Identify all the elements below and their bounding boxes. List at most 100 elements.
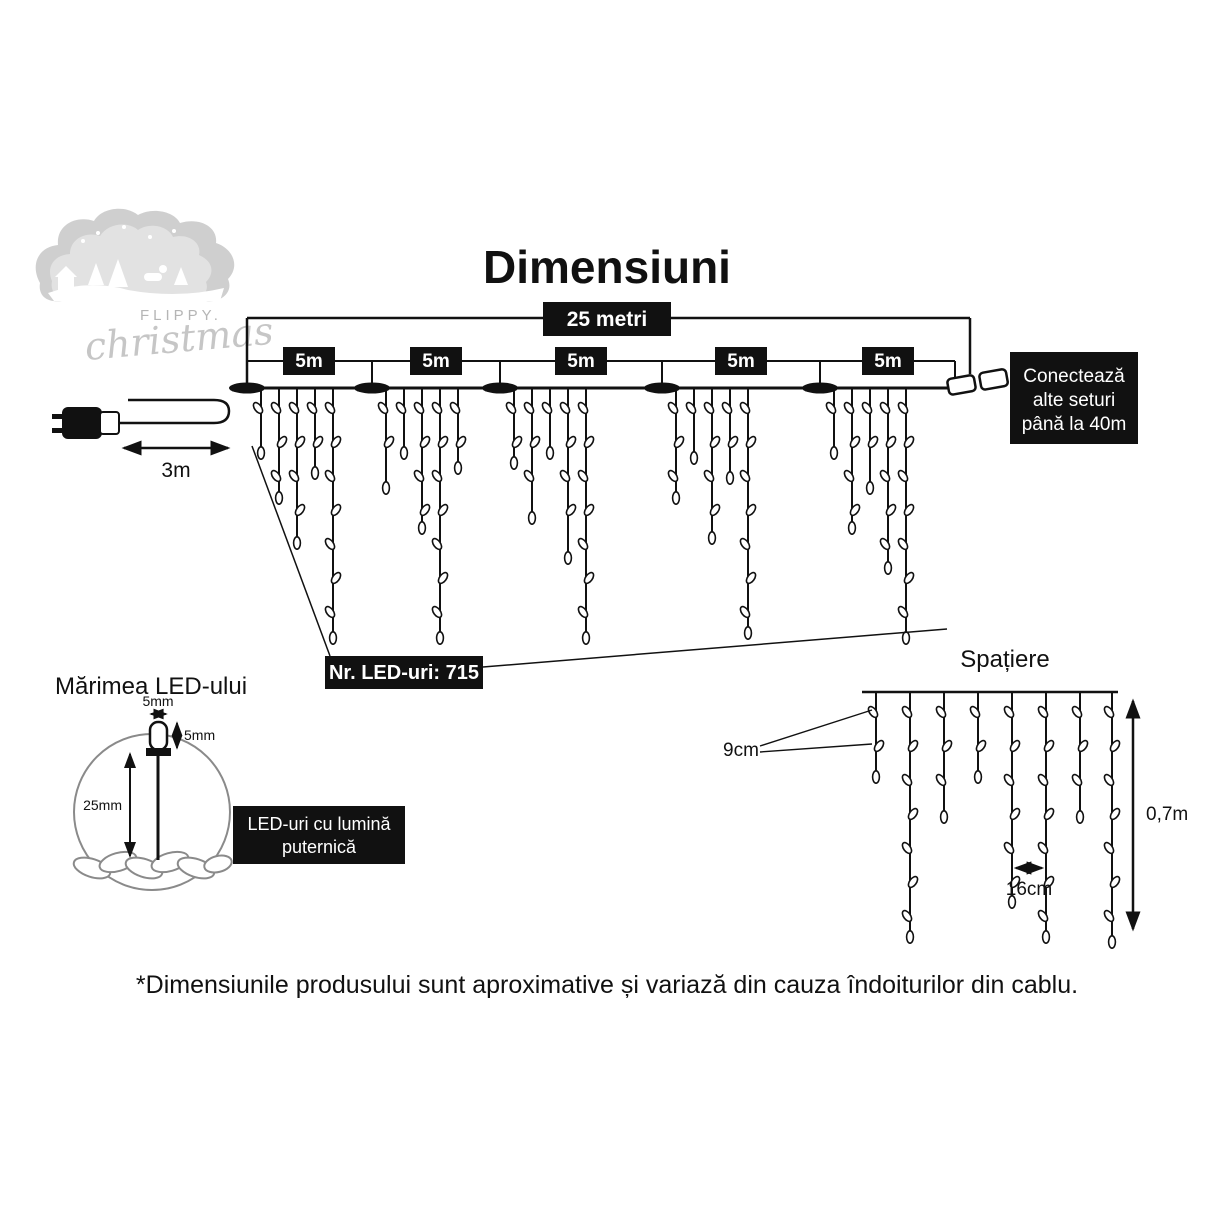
led-bulb-icon	[901, 630, 911, 645]
led-bulb-icon	[505, 401, 517, 415]
led-bulb-icon	[897, 401, 909, 415]
led-count-leader-left	[251, 445, 331, 657]
led-bulb-icon	[903, 503, 915, 517]
led-bulb-icon	[849, 435, 861, 449]
led-bulb-icon	[897, 537, 909, 551]
led-bulb-icon	[1009, 807, 1021, 821]
led-bulb-icon	[330, 503, 342, 517]
led-bulb-icon	[885, 503, 897, 517]
total-length-text: 25 metri	[567, 308, 648, 331]
led-bulb-icon	[577, 537, 589, 551]
led-bulb-icon	[417, 520, 427, 535]
led-bulb-icon	[399, 445, 409, 460]
led-bulb-icon	[1037, 773, 1049, 787]
led-bulb-icon	[419, 435, 431, 449]
page-title: Dimensiuni	[483, 241, 731, 293]
led-bulb-icon	[709, 435, 721, 449]
led-bulb-icon	[1107, 934, 1117, 949]
led-bulb-icon	[1037, 909, 1049, 923]
cable-connectors	[229, 382, 838, 394]
led-bulb-icon	[377, 401, 389, 415]
led-bulb-icon	[1009, 875, 1021, 889]
led-bulb-icon	[583, 571, 595, 585]
led-bulb-icon	[1003, 841, 1015, 855]
led-bulb-icon	[288, 401, 300, 415]
logo-tree-icon	[88, 263, 104, 285]
led-bulb-icon	[294, 503, 306, 517]
led-bulb-icon	[381, 480, 391, 495]
drop-spacing-text: 16cm	[1006, 879, 1052, 900]
section-label-2: 5m	[410, 347, 462, 375]
brand-logo: FLIPPY. christmas	[35, 208, 275, 369]
footnote: *Dimensiunile produsului sunt aproximati…	[136, 971, 1078, 999]
led-bulb-icon	[689, 450, 699, 465]
total-length-label: 25 metri	[543, 302, 671, 336]
led-bulb-icon	[1003, 705, 1015, 719]
logo-snow-dot	[148, 235, 152, 239]
led-bulb-icon	[431, 469, 443, 483]
led-count-text: Nr. LED-uri: 715	[329, 662, 479, 684]
logo-house-icon	[58, 277, 74, 290]
led-bulb-icon	[431, 537, 443, 551]
led-bulb-icon	[671, 490, 681, 505]
section-label-1-text: 5m	[295, 351, 322, 372]
led-bulb-icon	[529, 435, 541, 449]
led-bulb-icon	[1037, 841, 1049, 855]
logo-snow-dot	[122, 225, 126, 229]
led-bulb-icon	[413, 469, 425, 483]
section-label-5: 5m	[862, 347, 914, 375]
connect-note-line1: Conectează	[1023, 366, 1125, 387]
led-bulb-icon	[413, 401, 425, 415]
led-bulb-icon	[523, 401, 535, 415]
led-bulb-icon	[901, 705, 913, 719]
led-bulb-icon	[449, 401, 461, 415]
led-bulb-icon	[905, 929, 915, 944]
led-bulb-icon	[727, 435, 739, 449]
led-bulb-icon	[455, 435, 467, 449]
led-bulb-icon	[276, 435, 288, 449]
led-bulb-icon	[383, 435, 395, 449]
led-bulb-icon	[435, 630, 445, 645]
led-bulb-icon	[721, 401, 733, 415]
led-bulb-icon	[935, 705, 947, 719]
led-bulb-icon	[907, 807, 919, 821]
led-bulb-icon	[829, 445, 839, 460]
led-bulb-icon	[873, 739, 885, 753]
led-bulb-icon	[583, 435, 595, 449]
led-bulb-icon	[1077, 739, 1089, 753]
spacing-light-string	[867, 692, 1121, 949]
led-bulb-icon	[897, 605, 909, 619]
led-bulb-icon	[739, 401, 751, 415]
led-bulb-icon	[861, 401, 873, 415]
led-bulb-icon	[1041, 929, 1051, 944]
led-bulb-icon	[745, 503, 757, 517]
led-bulb-icon	[306, 401, 318, 415]
led-bulb-icon	[330, 571, 342, 585]
led-bulb-icon	[739, 469, 751, 483]
logo-snow-dot	[96, 231, 100, 235]
led-bulb-icon	[739, 537, 751, 551]
led-bulb-icon	[292, 535, 302, 550]
led-bulb-icon	[583, 503, 595, 517]
led-bulb-icon	[312, 435, 324, 449]
connect-note: Conectează alte seturi până la 40m	[1010, 352, 1138, 444]
lead-length-text: 3m	[161, 459, 190, 482]
led-bulb-icon	[559, 469, 571, 483]
section-label-1: 5m	[283, 347, 335, 375]
logo-deer-icon	[144, 273, 162, 281]
led-bulb-icon	[667, 401, 679, 415]
led-bulb-icon	[252, 401, 264, 415]
section-label-2-text: 5m	[422, 351, 449, 372]
led-bulb-icon	[685, 401, 697, 415]
led-bulb-icon	[1103, 705, 1115, 719]
led-bulb-icon	[1009, 739, 1021, 753]
led-bulb-icon	[1037, 705, 1049, 719]
led-bulb-icon	[541, 401, 553, 415]
led-bulb-icon	[1071, 773, 1083, 787]
led-bulb-icon	[270, 401, 282, 415]
led-bulb-icon	[395, 401, 407, 415]
led-bulb-icon	[577, 605, 589, 619]
lead-wire-fold	[119, 398, 231, 425]
led-count-leader-right	[482, 628, 948, 668]
led-bulb-icon	[288, 469, 300, 483]
